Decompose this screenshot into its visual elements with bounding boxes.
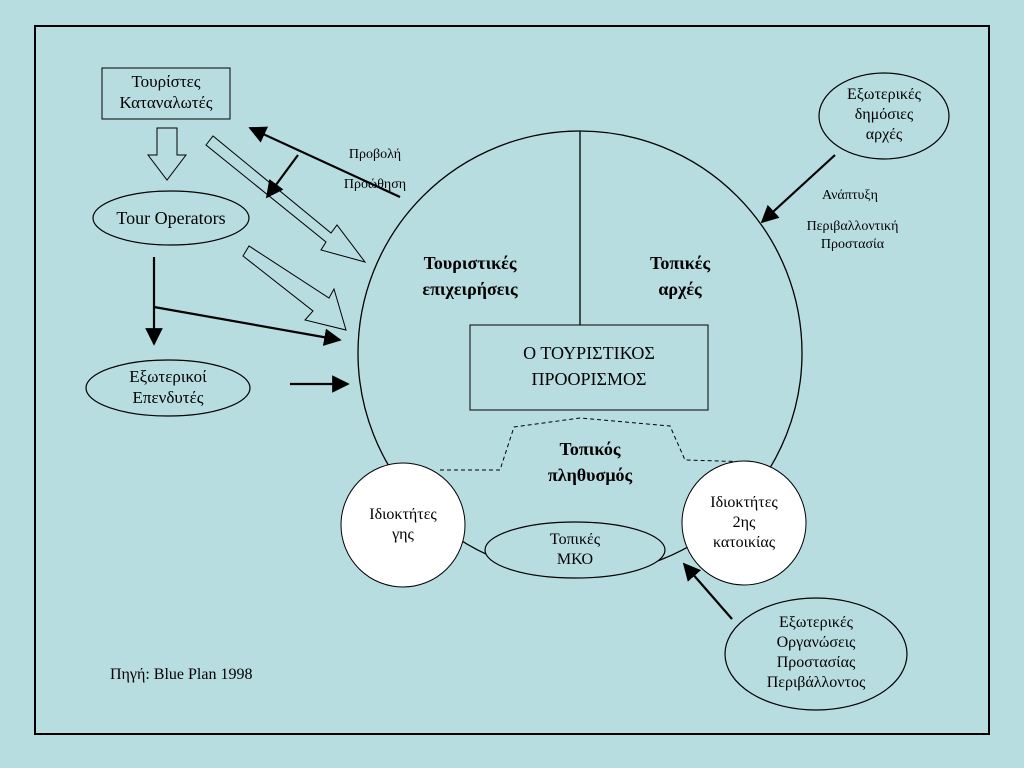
hollow-arrow-tourists bbox=[205, 135, 367, 263]
external-env-orgs-label: Εξωτερικές Οργανώσεις Προστασίας Περιβάλ… bbox=[766, 614, 866, 691]
source-label: Πηγή: Blue Plan 1998 bbox=[110, 666, 253, 683]
tourists-box bbox=[101, 67, 231, 120]
local-population-label: Τοπικός πληθυσμός bbox=[547, 439, 633, 486]
authorities-arrow bbox=[760, 154, 836, 224]
external-env-orgs-ellipse bbox=[724, 597, 908, 711]
local-authorities-label: Τοπικές αρχές bbox=[649, 253, 711, 300]
hollow-down-arrow bbox=[146, 127, 188, 181]
push-arrow bbox=[265, 154, 299, 199]
external-authorities-label: Εξωτερικές δημόσιες αρχές bbox=[847, 86, 921, 143]
local-population-boundary bbox=[440, 417, 753, 471]
destination-label: Ο ΤΟΥΡΙΣΤΙΚΟΣ ΠΡΟΟΡΙΣΜΟΣ bbox=[523, 343, 655, 390]
tourism-businesses-label: Τουριστικές επιχειρήσεις bbox=[422, 253, 518, 300]
operators-to-destination-arrow bbox=[153, 305, 342, 346]
push-label: Προώθηση bbox=[343, 177, 407, 192]
development-label: Ανάπτυξη bbox=[822, 188, 878, 203]
promotion-arrow bbox=[248, 126, 401, 198]
external-investors-ellipse bbox=[85, 359, 251, 417]
destination-box bbox=[469, 324, 709, 411]
env-orgs-arrow bbox=[682, 562, 733, 620]
outer-frame bbox=[34, 25, 990, 735]
tour-operators-label: Tour Operators bbox=[116, 208, 226, 228]
second-home-owners-circle bbox=[681, 460, 807, 586]
hollow-arrow-operators bbox=[242, 245, 347, 331]
second-home-owners-label: Ιδιοκτήτες 2ης κατοικίας bbox=[710, 494, 778, 551]
promotion-label: Προβολή bbox=[348, 147, 402, 162]
tour-operators-ellipse bbox=[92, 190, 250, 246]
external-authorities-ellipse bbox=[818, 72, 950, 160]
tourists-label: Τουρίστες Καταναλωτές bbox=[119, 72, 213, 113]
local-ngos-label: Τοπικές ΜΚΟ bbox=[549, 531, 601, 568]
local-ngos-ellipse bbox=[484, 521, 666, 579]
landowners-circle bbox=[340, 462, 466, 588]
environmental-protection-label: Περιβαλλοντική Προστασία bbox=[806, 219, 899, 252]
landowners-label: Ιδιοκτήτες γης bbox=[369, 506, 437, 543]
external-investors-label: Εξωτερικοί Επενδυτές bbox=[129, 367, 207, 408]
